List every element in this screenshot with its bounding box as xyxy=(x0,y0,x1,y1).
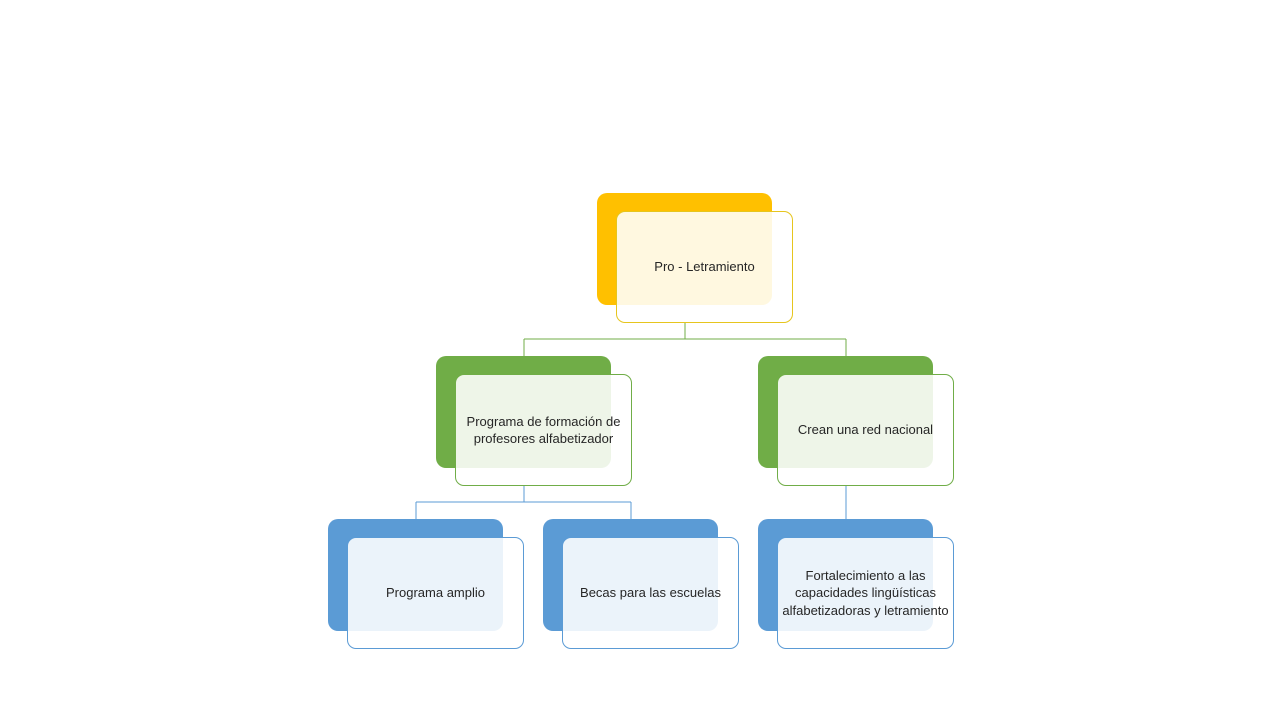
node-label: Programa de formación de profesores alfa… xyxy=(466,413,621,447)
node-front-shape: Pro - Letramiento xyxy=(616,211,793,323)
node-front-shape: Programa de formación de profesores alfa… xyxy=(455,374,632,486)
node-label: Becas para las escuelas xyxy=(580,585,721,601)
node-label: Programa amplio xyxy=(386,585,485,601)
node-label: Pro - Letramiento xyxy=(654,259,755,275)
node-label: Fortalecimiento a las capacidades lingüí… xyxy=(782,567,949,618)
node-becas-escuelas: Becas para las escuelas xyxy=(543,519,740,649)
node-red-nacional: Crean una red nacional xyxy=(758,356,955,486)
node-front-shape: Becas para las escuelas xyxy=(562,537,739,649)
node-programa-amplio: Programa amplio xyxy=(328,519,525,649)
node-front-shape: Programa amplio xyxy=(347,537,524,649)
node-fortalecimiento: Fortalecimiento a las capacidades lingüí… xyxy=(758,519,955,649)
node-programa-formacion: Programa de formación de profesores alfa… xyxy=(436,356,633,486)
node-front-shape: Crean una red nacional xyxy=(777,374,954,486)
node-pro-letramiento: Pro - Letramiento xyxy=(597,193,794,323)
node-front-shape: Fortalecimiento a las capacidades lingüí… xyxy=(777,537,954,649)
node-label: Crean una red nacional xyxy=(797,422,934,438)
